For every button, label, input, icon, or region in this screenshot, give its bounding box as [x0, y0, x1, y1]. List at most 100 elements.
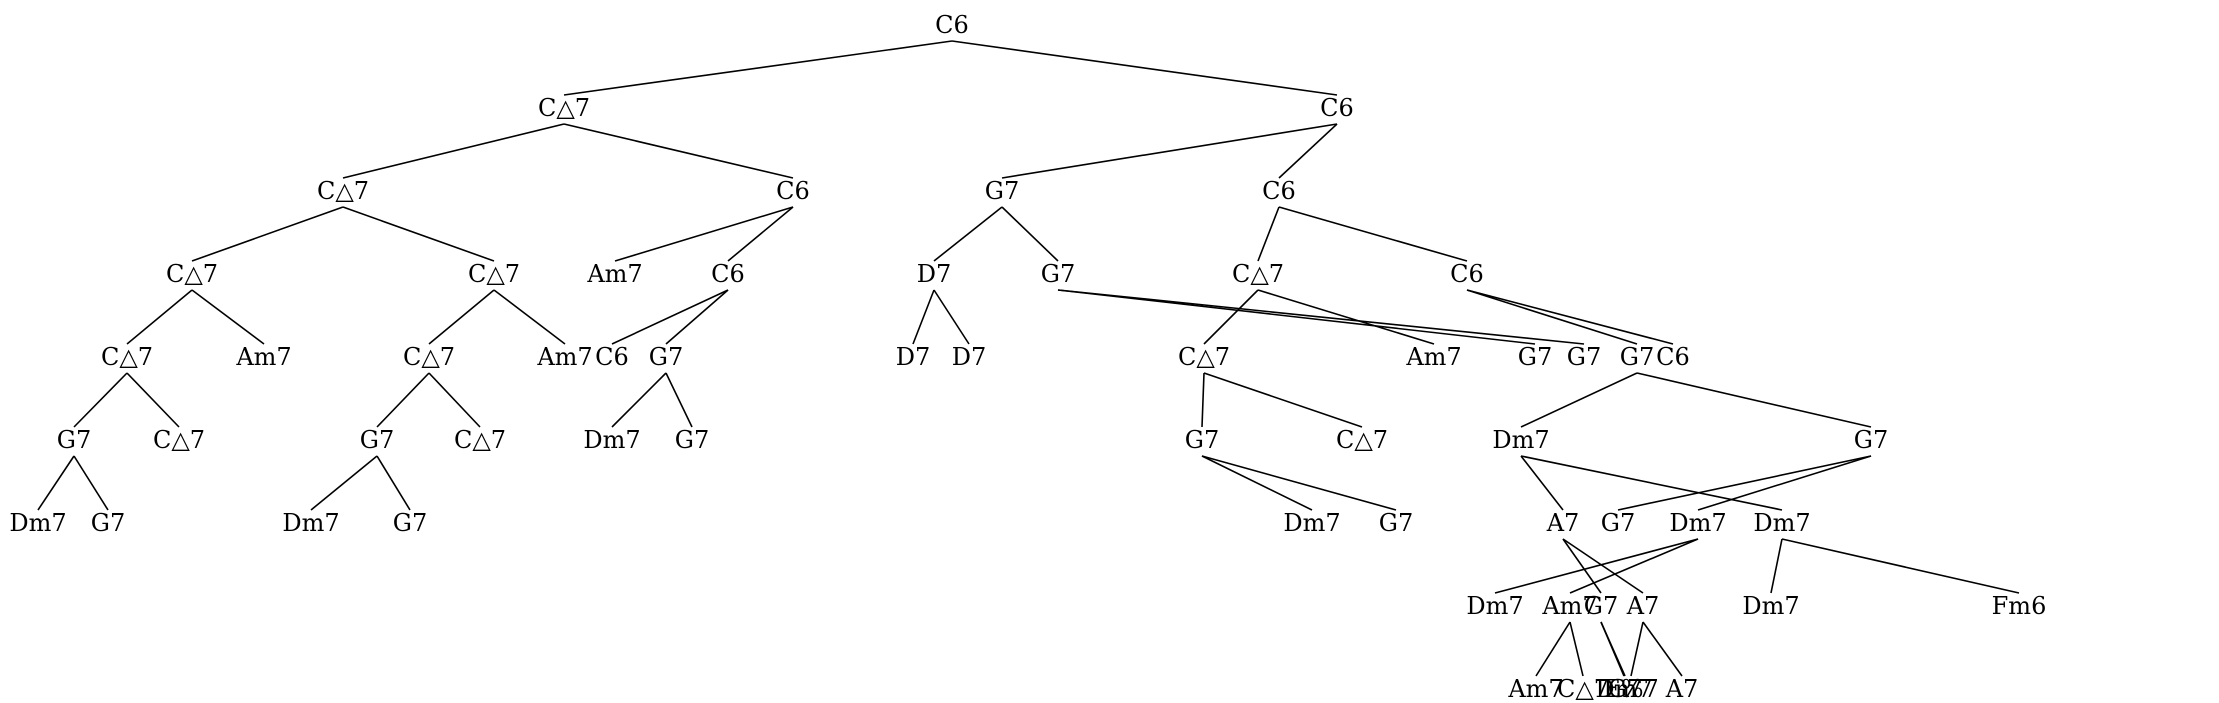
chord-node-dm7: Dm7	[1742, 592, 1799, 620]
chord-node-am7: Am7	[1507, 675, 1563, 703]
chord-node-c-maj-7: C△7	[153, 426, 205, 454]
tree-edge	[191, 206, 344, 262]
chord-node-g7: G7	[1567, 343, 1601, 371]
chord-node-d7: D7	[952, 343, 987, 371]
tree-edge	[1600, 621, 1626, 677]
tree-edge	[1466, 289, 1674, 345]
chord-node-d7: D7	[896, 343, 931, 371]
chord-node-g7: G7	[1584, 592, 1618, 620]
tree-edge	[1520, 455, 1783, 511]
tree-edge	[1562, 538, 1602, 594]
chord-node-a7: A7	[1665, 675, 1699, 703]
tree-edge	[611, 372, 667, 428]
chord-node-dm7: Dm7	[1753, 509, 1810, 537]
chord-node-fm6: Fm6	[1992, 592, 2047, 620]
chord-node-am7: Am7	[1541, 592, 1597, 620]
chord-node-c6: C6	[711, 260, 745, 288]
tree-edge	[1001, 123, 1338, 179]
tree-edge	[1535, 621, 1571, 677]
tree-edge	[1257, 206, 1280, 262]
tree-edge	[1770, 538, 1783, 594]
chord-node-dm7: Dm7	[282, 509, 339, 537]
chord-node-g7: G7	[1620, 343, 1654, 371]
tree-edge	[73, 372, 128, 428]
chord-node-g7: G7	[649, 343, 683, 371]
tree-edge	[727, 206, 794, 262]
chord-node-dm7: Dm7	[1669, 509, 1726, 537]
chord-node-c-maj-7: C△7	[317, 177, 369, 205]
chord-node-g7: G7	[1608, 675, 1642, 703]
chord-node-c6: C6	[595, 343, 629, 371]
tree-edge	[126, 372, 180, 428]
tree-edge	[1494, 538, 1699, 594]
chord-node-dm7: Dm7	[1492, 426, 1549, 454]
chord-node-g7: G7	[91, 509, 125, 537]
chord-node-c-maj-7: C△7	[403, 343, 455, 371]
chord-node-g7: G7	[393, 509, 427, 537]
tree-edge	[1697, 455, 1872, 511]
chord-node-dm7: Dm7	[9, 509, 66, 537]
tree-edge	[1257, 289, 1435, 345]
chord-node-c-maj-7: C△7	[538, 94, 590, 122]
tree-edge	[342, 206, 495, 262]
tree-edge	[428, 372, 481, 428]
tree-edge	[1057, 289, 1536, 345]
chord-node-g7: G7	[1518, 343, 1552, 371]
chord-node-c-maj-7: C△7	[454, 426, 506, 454]
tree-edge	[493, 289, 566, 345]
tree-edge	[665, 289, 729, 345]
chord-node-g7: G7	[1185, 426, 1219, 454]
chord-node-am7: Am7	[235, 343, 291, 371]
chord-node-c-maj-7: C△7	[166, 260, 218, 288]
chord-node-c-maj-7: C△7	[1336, 426, 1388, 454]
chord-node-g7: G7	[1379, 509, 1413, 537]
tree-edge	[1201, 455, 1397, 511]
chord-node-d7: D7	[917, 260, 952, 288]
chord-node-g7: G7	[360, 426, 394, 454]
chord-node-c6: C6	[776, 177, 810, 205]
tree-edge	[1569, 538, 1699, 594]
tree-edges	[37, 40, 2020, 677]
tree-edge	[191, 289, 265, 345]
tree-edge	[951, 40, 1338, 96]
tree-edge	[37, 455, 75, 511]
chord-node-c-maj-7: C△7	[1178, 343, 1230, 371]
chord-node-am7: Am7	[536, 343, 592, 371]
tree-edge	[310, 455, 378, 511]
tree-edge	[1278, 206, 1468, 262]
tree-edge	[1466, 289, 1638, 345]
tree-edge	[912, 289, 935, 345]
chord-node-c6: C6	[1656, 343, 1690, 371]
tree-edge	[342, 123, 565, 179]
chord-node-e-pct-7: E%7	[1603, 675, 1659, 703]
tree-edge	[1520, 372, 1638, 428]
chord-node-am7: Am7	[586, 260, 642, 288]
chord-node-dm7: Dm7	[1595, 675, 1652, 703]
chord-node-a7: A7	[1546, 509, 1580, 537]
tree-edge	[1201, 372, 1205, 428]
tree-edge	[1001, 206, 1059, 262]
tree-edge	[126, 289, 193, 345]
tree-edge	[933, 289, 970, 345]
chord-node-am7: Am7	[1405, 343, 1461, 371]
chord-node-g7: G7	[57, 426, 91, 454]
tree-edge	[1569, 621, 1584, 677]
tree-edge	[665, 372, 693, 428]
tree-edge	[1562, 538, 1644, 594]
chord-node-g7: G7	[985, 177, 1019, 205]
tree-edge	[73, 455, 109, 511]
tree-edge	[1630, 621, 1644, 677]
chord-node-dm7: Dm7	[1466, 592, 1523, 620]
chord-node-c-maj-7: C△7	[1232, 260, 1284, 288]
chord-node-c6: C6	[1320, 94, 1354, 122]
chord-node-c-maj-7: C△7	[1557, 675, 1609, 703]
tree-edge	[1636, 372, 1872, 428]
tree-edge	[428, 289, 495, 345]
chord-node-c6: C6	[1450, 260, 1484, 288]
tree-edge	[933, 206, 1003, 262]
chord-node-a7: A7	[1626, 592, 1660, 620]
tree-edge	[1201, 455, 1313, 511]
tree-edge	[611, 289, 729, 345]
